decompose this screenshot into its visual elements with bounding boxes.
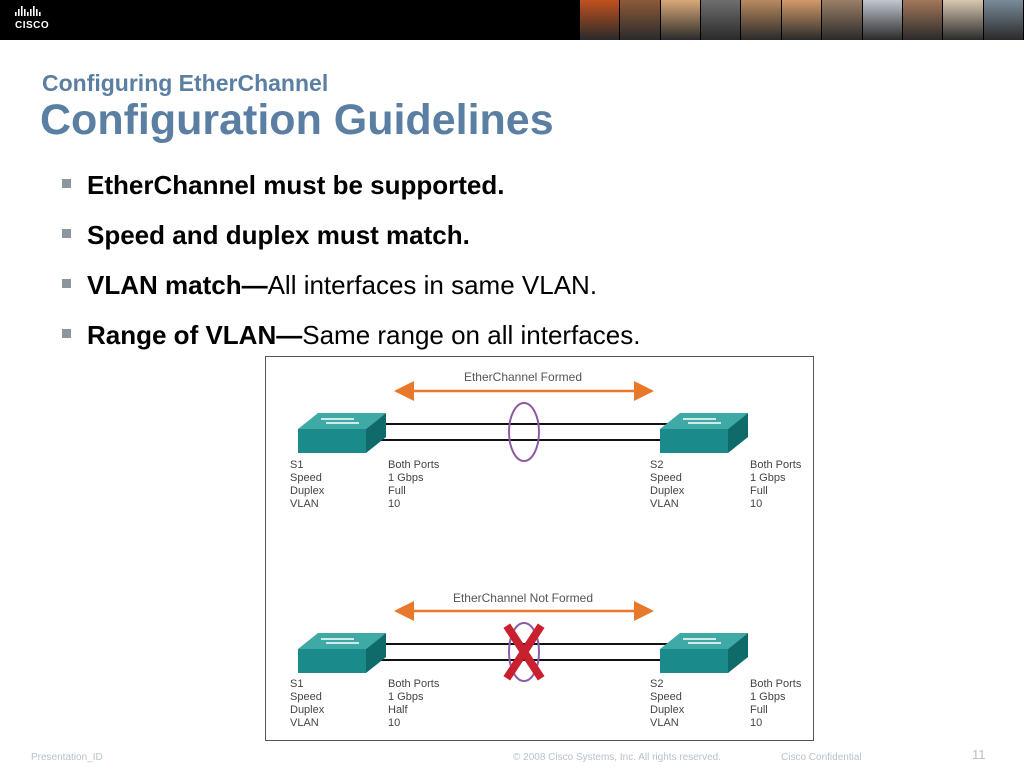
header-photo xyxy=(701,0,741,40)
bullet-bold-text: EtherChannel must be supported. xyxy=(87,170,505,200)
bullet-item: Range of VLAN—Same range on all interfac… xyxy=(60,318,640,368)
s2-bottom-values: Both Ports 1 Gbps Full 10 xyxy=(750,678,802,729)
header-photo xyxy=(781,0,822,40)
header-photo xyxy=(983,0,1023,40)
bullet-bold-text: Speed and duplex must match. xyxy=(87,220,470,250)
etherchannel-diagram: EtherChannel Formed S1 Speed Duplex VLAN… xyxy=(265,356,814,741)
footer-copyright: © 2008 Cisco Systems, Inc. All rights re… xyxy=(513,752,722,763)
header-photo xyxy=(741,0,781,40)
bullet-square-icon xyxy=(62,279,71,288)
header-photo xyxy=(660,0,701,40)
bullet-square-icon xyxy=(62,229,71,238)
diagram-graphics xyxy=(298,381,748,682)
footer-confidential: Cisco Confidential xyxy=(781,752,862,763)
bullet-item: VLAN match—All interfaces in same VLAN. xyxy=(60,268,640,318)
page-number: 11 xyxy=(972,747,986,762)
switch-s1-bottom-icon xyxy=(298,633,386,673)
bundle-ring-top-icon xyxy=(508,402,540,462)
bullet-item: EtherChannel must be supported. xyxy=(60,168,640,218)
header-photo xyxy=(943,0,983,40)
s1-bottom-labels: S1 Speed Duplex VLAN xyxy=(290,678,325,729)
cisco-logo-icon xyxy=(15,6,41,16)
header-photo xyxy=(620,0,660,40)
footer-presentation-id: Presentation_ID xyxy=(31,752,103,763)
bullet-bold-text: Range of VLAN— xyxy=(87,320,303,350)
s2-bottom-labels: S2 Speed Duplex VLAN xyxy=(650,678,685,729)
bullet-text: Same range on all interfaces. xyxy=(302,320,641,350)
slide-subtitle: Configuring EtherChannel xyxy=(42,70,329,96)
cisco-logo-text: CISCO xyxy=(15,20,50,31)
s1-bottom-values: Both Ports 1 Gbps Half 10 xyxy=(388,678,440,729)
bullet-bold-text: VLAN match— xyxy=(87,270,268,300)
header-banner: CISCO xyxy=(0,0,1024,40)
s1-top-values: Both Ports 1 Gbps Full 10 xyxy=(388,459,440,510)
s2-top-labels: S2 Speed Duplex VLAN xyxy=(650,459,685,510)
bullet-square-icon xyxy=(62,179,71,188)
header-photo xyxy=(902,0,943,40)
header-photo-strip xyxy=(580,0,1024,40)
s1-top-labels: S1 Speed Duplex VLAN xyxy=(290,459,325,510)
bullet-text: All interfaces in same VLAN. xyxy=(267,270,598,300)
bullet-item: Speed and duplex must match. xyxy=(60,218,640,268)
switch-s2-top-icon xyxy=(660,413,748,453)
bundle-ring-bottom-icon xyxy=(508,622,540,682)
caption-etherchannel-not-formed: EtherChannel Not Formed xyxy=(452,591,594,605)
switch-s2-bottom-icon xyxy=(660,633,748,673)
header-photo xyxy=(580,0,620,40)
s2-top-values: Both Ports 1 Gbps Full 10 xyxy=(750,459,802,510)
bullet-square-icon xyxy=(62,329,71,338)
header-photo xyxy=(822,0,862,40)
caption-etherchannel-formed: EtherChannel Formed xyxy=(463,370,583,384)
x-mark-icon xyxy=(503,623,545,681)
cisco-logo: CISCO xyxy=(0,0,60,40)
slide-title: Configuration Guidelines xyxy=(40,96,554,144)
bullet-list: EtherChannel must be supported. Speed an… xyxy=(60,168,640,368)
switch-s1-top-icon xyxy=(298,413,386,453)
header-photo xyxy=(862,0,902,40)
